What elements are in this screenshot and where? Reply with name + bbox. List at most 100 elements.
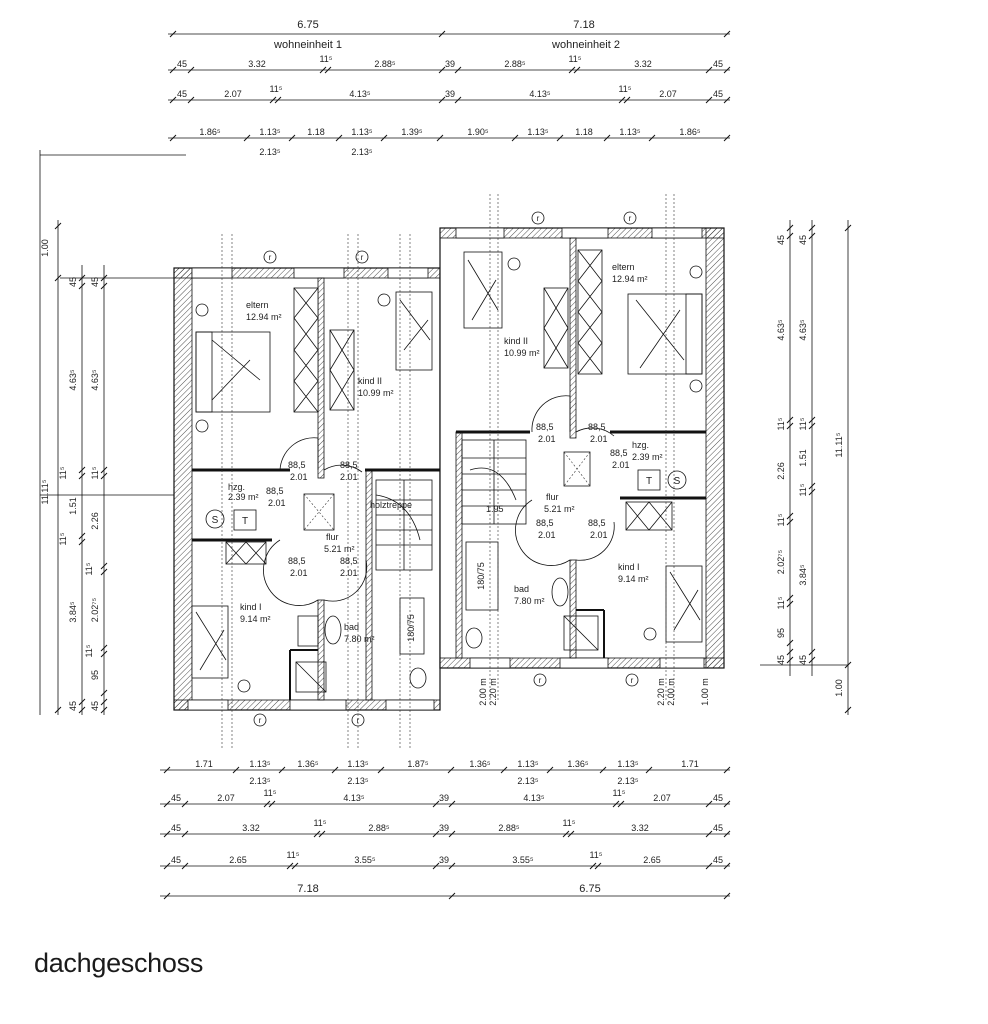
dim-text: 11.11⁵	[834, 432, 844, 457]
dim-text: 3.32	[248, 59, 266, 69]
svg-text:2.01: 2.01	[538, 530, 556, 540]
unit-1-plan: S T 180/75	[173, 234, 441, 750]
room-name: bad	[344, 622, 359, 632]
t-symbol: T	[646, 476, 652, 487]
svg-text:88,5: 88,5	[266, 486, 284, 496]
dim-text: 3.84⁵	[798, 564, 808, 586]
room-name: bad	[514, 584, 529, 594]
room-area: 7.80 m²	[344, 634, 375, 644]
dim-text: 45	[177, 59, 187, 69]
dim-text: 11⁵	[776, 513, 786, 526]
r-marker: r	[533, 673, 547, 687]
top-dimension-chains	[168, 30, 731, 142]
dim-text: 11⁵	[776, 417, 786, 430]
dim-text: 2.02⁷⁵	[776, 549, 786, 574]
svg-text:88,5: 88,5	[588, 518, 606, 528]
room-name: flur	[326, 532, 339, 542]
dim-text: 1.39⁵	[401, 127, 423, 137]
svg-text:2.00 m: 2.00 m	[478, 678, 488, 706]
svg-text:88,5: 88,5	[536, 518, 554, 528]
t-symbol: T	[242, 516, 248, 527]
dim-text: 45	[177, 89, 187, 99]
svg-text:39: 39	[439, 823, 449, 833]
dim-text: 11⁵	[319, 54, 332, 64]
svg-text:2.13⁵: 2.13⁵	[347, 776, 369, 786]
svg-text:88,5: 88,5	[340, 556, 358, 566]
svg-text:11⁵: 11⁵	[612, 788, 625, 798]
room-name: hzg.	[228, 482, 245, 492]
dim-text: 2.26	[90, 512, 100, 530]
svg-text:1.36⁵: 1.36⁵	[469, 759, 491, 769]
door-label: 88,5 2.01	[266, 486, 286, 508]
room-name: kind I	[618, 562, 640, 572]
dim-text: 45	[713, 59, 723, 69]
svg-text:45: 45	[713, 793, 723, 803]
dim-text: 4.63⁵	[90, 369, 100, 391]
room-area: 7.80 m²	[514, 596, 545, 606]
dim-text: 1.00	[40, 239, 50, 257]
room-area: 5.21 m²	[324, 544, 355, 554]
dim-text: 1.13⁵	[259, 127, 281, 137]
svg-text:1.13⁵: 1.13⁵	[517, 759, 539, 769]
dim-text: 45	[798, 235, 808, 245]
dim-text: 39	[445, 59, 455, 69]
svg-text:2.01: 2.01	[590, 434, 608, 444]
svg-text:2.01: 2.01	[590, 530, 608, 540]
svg-text:r: r	[539, 676, 542, 685]
svg-text:r: r	[357, 716, 360, 725]
unit-label-left: wohneinheit 1	[273, 39, 342, 51]
dim-text: 11⁵	[84, 644, 94, 657]
svg-text:2.01: 2.01	[612, 460, 630, 470]
dim-text: 11⁵	[269, 84, 282, 94]
svg-text:r: r	[269, 253, 272, 262]
dim-text: 1.18	[307, 127, 325, 137]
r-marker: r	[355, 250, 369, 264]
svg-text:88,5: 88,5	[536, 422, 554, 432]
dim-text: 11⁵	[84, 562, 94, 575]
shower-label: 180/75	[476, 562, 486, 590]
svg-text:2.20 m: 2.20 m	[488, 678, 498, 706]
svg-text:3.55⁵: 3.55⁵	[512, 855, 534, 865]
s-symbol: S	[212, 515, 219, 526]
svg-text:2.20 m: 2.20 m	[656, 678, 666, 706]
dim-text: 11⁵	[568, 54, 581, 64]
door-label: 88,52.01	[536, 422, 556, 444]
dim-text: 2.13⁵	[259, 147, 281, 157]
svg-text:1.13⁵: 1.13⁵	[347, 759, 369, 769]
room-name: kind II	[358, 376, 382, 386]
svg-text:88,5: 88,5	[288, 556, 306, 566]
dim-text: 45	[776, 655, 786, 665]
svg-text:r: r	[629, 214, 632, 223]
dim-text: 1.51	[68, 497, 78, 515]
svg-text:2.88⁵: 2.88⁵	[498, 823, 520, 833]
svg-text:11⁵: 11⁵	[562, 818, 575, 828]
dim-text: 4.63⁵	[68, 369, 78, 391]
room-area: 12.94 m²	[246, 312, 282, 322]
dim-text: 39	[445, 89, 455, 99]
svg-text:3.32: 3.32	[631, 823, 649, 833]
svg-text:2.01: 2.01	[268, 498, 286, 508]
room-name: eltern	[246, 300, 269, 310]
door-label: 88,5 2.01	[536, 518, 556, 540]
svg-text:r: r	[631, 676, 634, 685]
dim-text: 95	[90, 670, 100, 680]
dim-text: 45	[798, 655, 808, 665]
svg-text:45: 45	[171, 823, 181, 833]
top-dimension-texts: 6.75 7.18 wohneinheit 1 wohneinheit 2 45…	[177, 19, 723, 157]
svg-text:11⁵: 11⁵	[313, 818, 326, 828]
svg-text:1.71: 1.71	[681, 759, 699, 769]
dim-text: 1.90⁵	[467, 127, 489, 137]
svg-text:1.36⁵: 1.36⁵	[567, 759, 589, 769]
room-name: kind I	[240, 602, 262, 612]
room-name: flur	[546, 492, 559, 502]
dim-text: 1.13⁵	[619, 127, 641, 137]
svg-text:2.01: 2.01	[340, 568, 358, 578]
dim-text: 45	[68, 701, 78, 711]
dim-text: 2.13⁵	[351, 147, 373, 157]
shower-label: 180/75	[406, 614, 416, 642]
svg-text:45: 45	[171, 793, 181, 803]
svg-text:1.13⁵: 1.13⁵	[617, 759, 639, 769]
unit-label-right: wohneinheit 2	[551, 39, 620, 51]
svg-text:2.13⁵: 2.13⁵	[249, 776, 271, 786]
dim-text: 11⁵	[776, 596, 786, 609]
